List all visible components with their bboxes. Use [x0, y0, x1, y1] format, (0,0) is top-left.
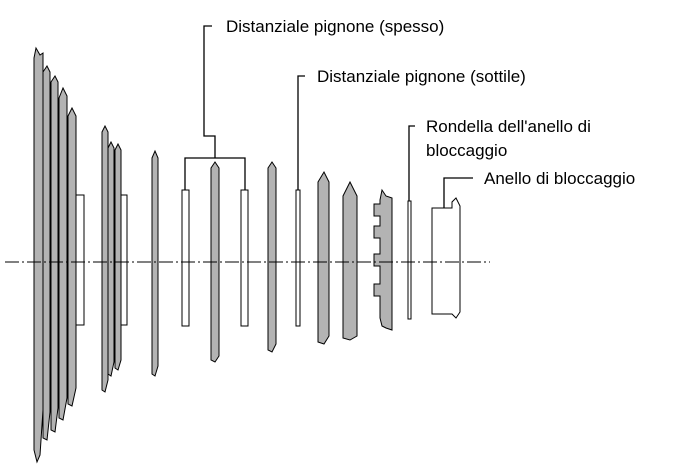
sprocket-3 [50, 75, 59, 433]
sprocket-4 [58, 86, 68, 421]
leader-spacer-thin [297, 75, 305, 190]
sprocket-top-splined [373, 188, 393, 331]
sprocket-2 [42, 65, 51, 441]
sprocket-9 [151, 149, 159, 377]
sprocket-group-large [33, 46, 85, 464]
spacer-thin [295, 189, 301, 327]
spacer-thick-1 [181, 189, 190, 327]
sprocket-5 [67, 106, 77, 407]
sprocket-12 [317, 170, 330, 345]
sprocket-carrier-medium [120, 194, 128, 326]
label-lockring-washer-line2: bloccaggio [426, 141, 507, 160]
sprocket-7 [107, 140, 115, 377]
sprocket-carrier-large [75, 194, 85, 326]
label-lockring: Anello di bloccaggio [484, 169, 635, 188]
label-spacer-thick: Distanziale pignone (spesso) [226, 17, 444, 36]
spacer-thick-2 [240, 189, 249, 327]
label-lockring-washer-line1: Rondella dell'anello di [426, 117, 591, 136]
leader-lockring-washer [408, 125, 415, 201]
leader-spacer-thick [184, 25, 246, 190]
lockring [431, 197, 461, 319]
sprocket-1 [33, 46, 44, 464]
sprocket-11 [267, 161, 277, 353]
sprocket-group-medium [101, 124, 128, 393]
lockring-washer [407, 200, 412, 320]
sprocket-8 [114, 142, 122, 371]
sprocket-13 [342, 180, 358, 341]
sprocket-6 [101, 124, 109, 393]
leader-lockring [443, 177, 473, 208]
label-spacer-thin: Distanziale pignone (sottile) [317, 67, 526, 86]
